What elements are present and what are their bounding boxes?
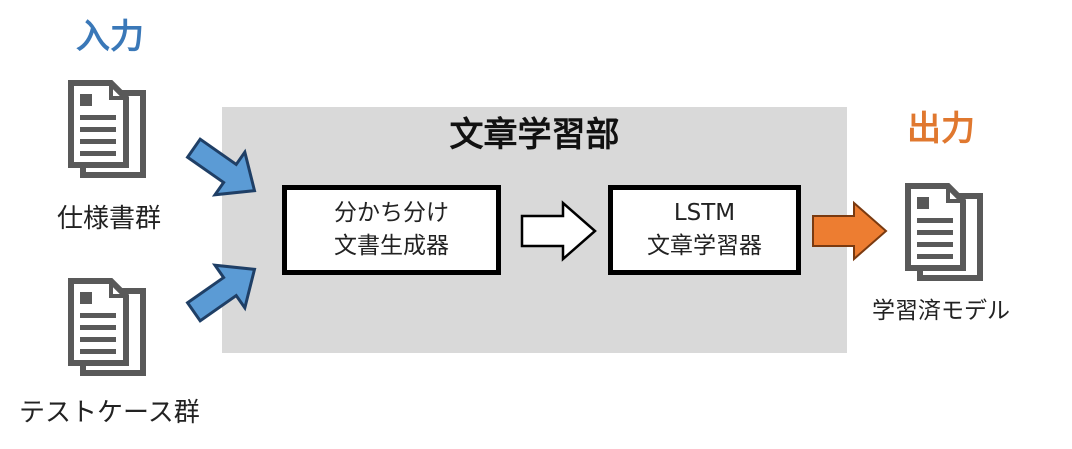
input-label-testcases: テストケース群 — [19, 398, 200, 428]
arrow-right-icon — [520, 200, 597, 262]
lstm-box-line2: 文章学習器 — [647, 233, 762, 259]
output-heading: 出力 — [907, 109, 975, 149]
document-stack-icon — [905, 183, 983, 281]
panel-title: 文章学習部 — [449, 115, 620, 155]
input-heading: 入力 — [76, 17, 144, 57]
arrow-right-icon — [185, 137, 257, 197]
document-stack-icon — [68, 278, 146, 376]
input-label-specs: 仕様書群 — [57, 204, 162, 234]
arrow-right-icon — [812, 200, 888, 262]
tokenizer-box: 分かち分け 文書生成器 — [282, 185, 501, 275]
tokenizer-box-line2: 文書生成器 — [334, 233, 449, 259]
arrow-right-icon — [185, 263, 257, 323]
output-label-model: 学習済モデル — [872, 298, 1010, 324]
tokenizer-box-line1: 分かち分け — [334, 199, 449, 226]
document-stack-icon — [68, 80, 146, 178]
lstm-box-line1: LSTM — [673, 199, 736, 226]
lstm-box: LSTM 文章学習器 — [608, 185, 801, 275]
